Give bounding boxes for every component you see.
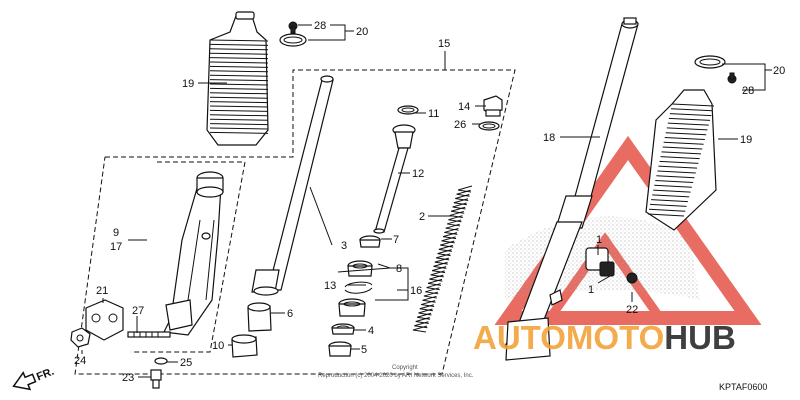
callout-12: 12 — [412, 168, 424, 180]
boot-clamp-left — [279, 21, 307, 47]
diagram-code: KPTAF0600 — [719, 382, 767, 392]
callout-1-upper: 1 — [596, 234, 602, 246]
nut-24 — [70, 327, 91, 348]
callout-25: 25 — [180, 357, 192, 369]
copyright-line-2: Reproduction (c) 2004-2020 by ARI Networ… — [318, 373, 474, 379]
callout-4: 4 — [368, 325, 374, 337]
callout-22: 22 — [626, 304, 638, 316]
assembly-outline — [74, 51, 516, 375]
callout-18: 18 — [543, 132, 555, 144]
dust-seal-8 — [347, 260, 373, 277]
stud-bolt-27 — [127, 331, 171, 338]
copyright-line-1: Copyright — [392, 365, 418, 371]
watermark-auto: AUTO — [473, 319, 566, 356]
callout-5: 5 — [361, 344, 367, 356]
piston-6 — [247, 302, 272, 332]
o-ring-26 — [478, 121, 500, 131]
fork-pipe-3 — [251, 75, 334, 296]
callout-19-left: 19 — [182, 78, 194, 90]
callout-9: 9 — [113, 227, 119, 239]
callout-13: 13 — [324, 280, 336, 292]
boot-clamp-right — [694, 55, 737, 84]
callout-24: 24 — [74, 355, 86, 367]
callout-16: 16 — [410, 285, 422, 297]
callout-28-left: 28 — [314, 20, 326, 32]
callout-27: 27 — [132, 305, 144, 317]
callout-7: 7 — [393, 234, 399, 246]
fork-slider-left — [163, 171, 224, 336]
guide-bushing-5 — [328, 341, 352, 357]
callout-14: 14 — [458, 101, 470, 113]
svg-text:AUTOMOTOHUB: AUTOMOTOHUB — [473, 319, 736, 356]
callout-1-lower: 1 — [588, 284, 594, 296]
watermark-moto: MOTO — [566, 319, 664, 356]
oil-lock-piece-10 — [231, 334, 258, 358]
back-up-ring-4 — [331, 323, 355, 335]
callout-28-right: 28 — [742, 85, 754, 97]
damper-rod-12 — [373, 124, 416, 234]
direction-label: FR. — [35, 366, 56, 384]
front-direction-arrow: FR. — [12, 366, 56, 391]
dust-boot-left — [206, 11, 269, 146]
oil-seal-16 — [338, 298, 366, 317]
callout-11: 11 — [428, 108, 439, 120]
watermark-text: AUTOMOTOHUB — [473, 319, 736, 356]
callout-19-right: 19 — [740, 134, 752, 146]
callout-21: 21 — [96, 285, 108, 297]
callout-23: 23 — [122, 372, 134, 384]
callout-17: 17 — [110, 241, 122, 253]
stopper-ring-13 — [344, 281, 373, 294]
callout-15: 15 — [438, 38, 450, 50]
callout-8: 8 — [396, 263, 402, 275]
watermark-hub: HUB — [664, 319, 736, 356]
fork-assembly-right — [504, 17, 639, 361]
axle-holder-21 — [85, 299, 124, 341]
dust-boot-right — [645, 89, 717, 231]
fork-spring-2 — [412, 185, 473, 333]
callouts: 28 20 15 19 11 14 26 18 19 20 28 12 9 17… — [74, 20, 785, 384]
callout-6: 6 — [287, 308, 293, 320]
fork-bolt-14 — [483, 95, 503, 117]
bolt-23 — [150, 369, 162, 389]
washer-25 — [154, 357, 168, 365]
callout-2: 2 — [419, 211, 425, 223]
callout-26: 26 — [454, 119, 466, 131]
callout-10: 10 — [212, 340, 224, 352]
callout-3: 3 — [341, 240, 347, 252]
callout-20-right: 20 — [773, 65, 785, 77]
spring-seat-7 — [359, 235, 381, 248]
callout-20-left: 20 — [356, 26, 368, 38]
leader-lines — [81, 24, 772, 378]
circlip-11 — [397, 105, 419, 115]
